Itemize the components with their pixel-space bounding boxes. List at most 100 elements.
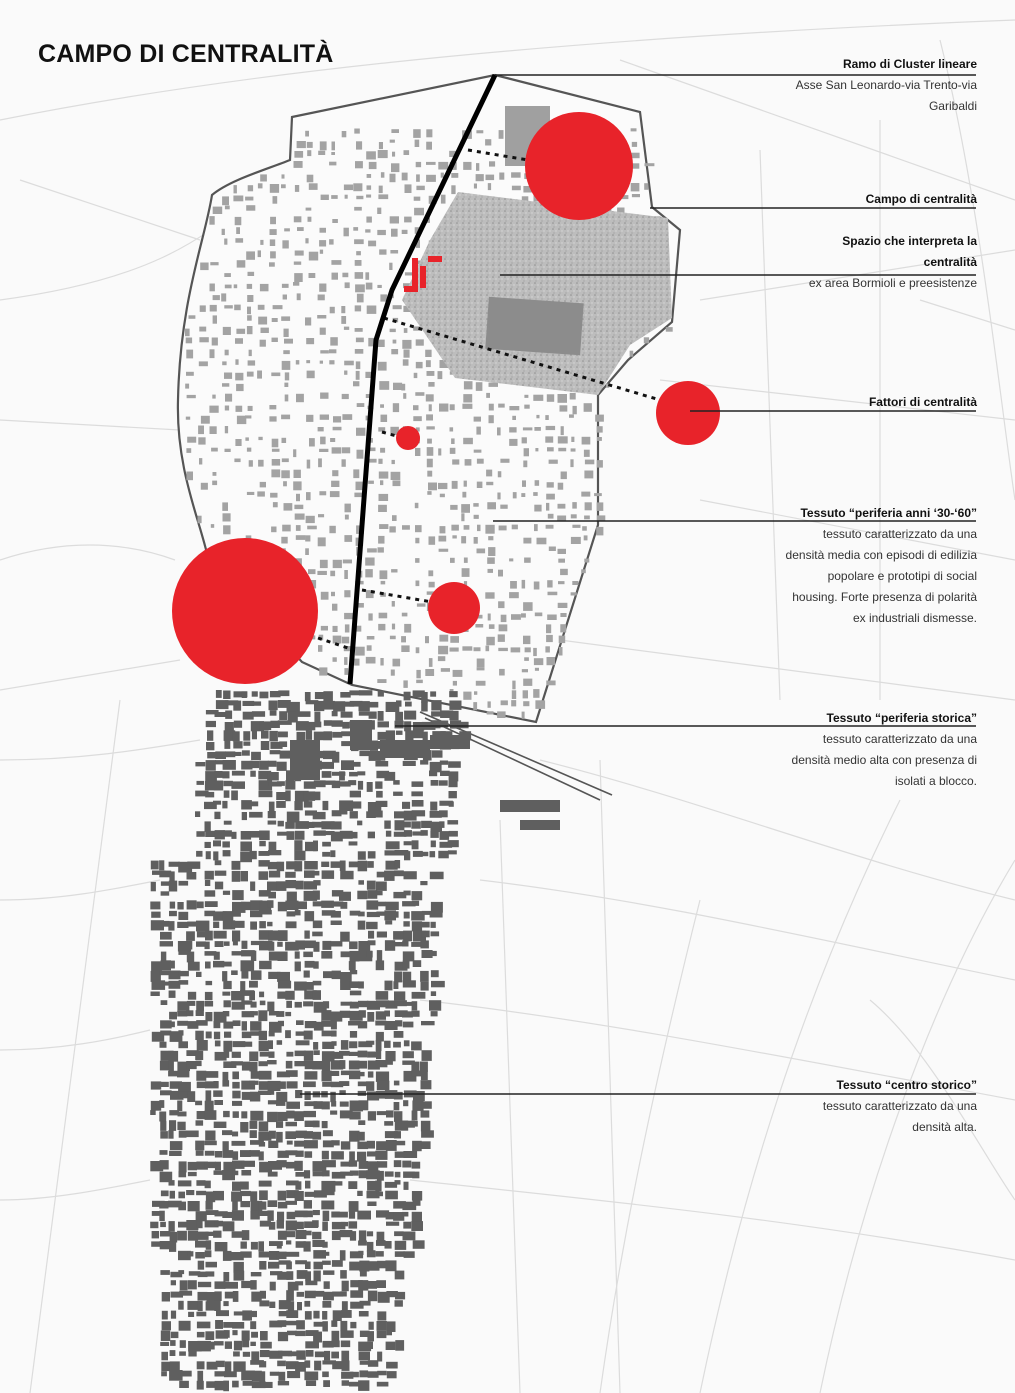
- building-footprint: [344, 514, 349, 520]
- building-footprint: [415, 339, 424, 346]
- building-footprint: [222, 850, 231, 857]
- building-footprint: [581, 436, 591, 445]
- building-footprint: [355, 161, 363, 169]
- building-footprint: [241, 1011, 255, 1018]
- building-footprint: [420, 1110, 430, 1118]
- building-footprint: [305, 700, 319, 705]
- building-footprint: [308, 251, 319, 261]
- building-footprint: [322, 800, 329, 811]
- building-footprint: [285, 900, 299, 910]
- building-footprint: [297, 1302, 302, 1311]
- building-footprint: [331, 1340, 340, 1348]
- building-footprint: [241, 1280, 252, 1289]
- building-footprint: [233, 700, 242, 711]
- building-footprint: [524, 657, 529, 661]
- building-footprint: [357, 851, 366, 860]
- building-footprint: [425, 360, 431, 368]
- building-footprint: [524, 557, 531, 563]
- building-footprint: [411, 942, 425, 947]
- building-footprint: [488, 547, 496, 556]
- building-footprint: [617, 207, 625, 215]
- building-footprint: [401, 612, 408, 617]
- building-footprint: [332, 470, 339, 477]
- building-footprint: [294, 513, 305, 520]
- building-footprint: [451, 173, 459, 178]
- building-footprint: [259, 1261, 267, 1270]
- building-footprint: [305, 841, 317, 852]
- building-footprint: [572, 502, 577, 509]
- building-footprint: [313, 1310, 320, 1319]
- building-footprint: [411, 1110, 418, 1121]
- building-footprint: [312, 920, 323, 929]
- building-footprint: [177, 902, 184, 910]
- building-footprint: [249, 811, 263, 818]
- building-footprint: [286, 1081, 298, 1089]
- building-footprint: [246, 205, 256, 211]
- building-footprint: [313, 830, 326, 836]
- building-footprint: [402, 1160, 412, 1168]
- building-footprint: [241, 1111, 248, 1119]
- building-footprint: [411, 1161, 421, 1169]
- building-footprint: [303, 881, 317, 890]
- building-footprint: [461, 513, 465, 522]
- building-footprint: [557, 602, 568, 608]
- building-footprint: [235, 439, 242, 446]
- building-footprint: [376, 931, 387, 938]
- building-footprint: [440, 194, 446, 204]
- building-footprint: [212, 472, 217, 476]
- building-footprint: [241, 1000, 253, 1005]
- building-footprint: [365, 371, 374, 378]
- building-footprint: [295, 901, 307, 910]
- building-footprint: [439, 821, 445, 828]
- building-footprint: [195, 1252, 205, 1259]
- building-footprint: [320, 350, 329, 354]
- building-footprint: [340, 692, 351, 698]
- building-footprint: [271, 526, 277, 533]
- building-footprint: [546, 624, 552, 634]
- building-footprint: [429, 1000, 442, 1011]
- building-footprint: [278, 731, 288, 738]
- building-footprint: [286, 891, 297, 903]
- building-footprint: [304, 1021, 317, 1029]
- building-footprint: [285, 1060, 293, 1069]
- building-footprint: [546, 394, 555, 402]
- building-footprint: [269, 262, 275, 267]
- building-footprint: [404, 851, 411, 861]
- building-footprint: [285, 1030, 291, 1039]
- building-footprint: [322, 700, 335, 710]
- building-footprint: [340, 1320, 348, 1332]
- building-footprint: [294, 1191, 304, 1201]
- building-footprint: [169, 960, 175, 969]
- building-footprint: [270, 216, 276, 225]
- building-footprint: [449, 691, 458, 698]
- building-footprint: [476, 658, 485, 668]
- building-footprint: [186, 931, 195, 941]
- building-footprint: [321, 771, 332, 778]
- building-footprint: [241, 1091, 251, 1100]
- building-footprint: [250, 831, 263, 838]
- building-footprint: [339, 1250, 346, 1261]
- building-footprint: [430, 921, 436, 928]
- building-footprint: [385, 1341, 396, 1350]
- building-footprint: [277, 1020, 284, 1027]
- building-footprint: [212, 480, 218, 486]
- building-footprint: [498, 130, 504, 139]
- building-footprint: [204, 1150, 215, 1156]
- building-footprint: [236, 328, 246, 334]
- building-footprint: [277, 1211, 285, 1222]
- building-footprint: [199, 458, 203, 465]
- building-footprint: [330, 850, 336, 858]
- building-footprint: [421, 950, 433, 958]
- building-footprint: [296, 141, 306, 149]
- building-footprint: [286, 911, 296, 917]
- building-footprint: [395, 1291, 406, 1300]
- building-footprint: [344, 612, 354, 620]
- building-footprint: [281, 470, 290, 479]
- building-footprint: [430, 801, 438, 811]
- building-footprint: [293, 469, 301, 478]
- building-footprint: [177, 1121, 186, 1130]
- building-footprint: [558, 635, 566, 644]
- building-footprint: [324, 1350, 331, 1361]
- annotation-spazio: Spazio che interpreta la centralità ex a…: [747, 231, 977, 294]
- building-footprint: [358, 701, 370, 712]
